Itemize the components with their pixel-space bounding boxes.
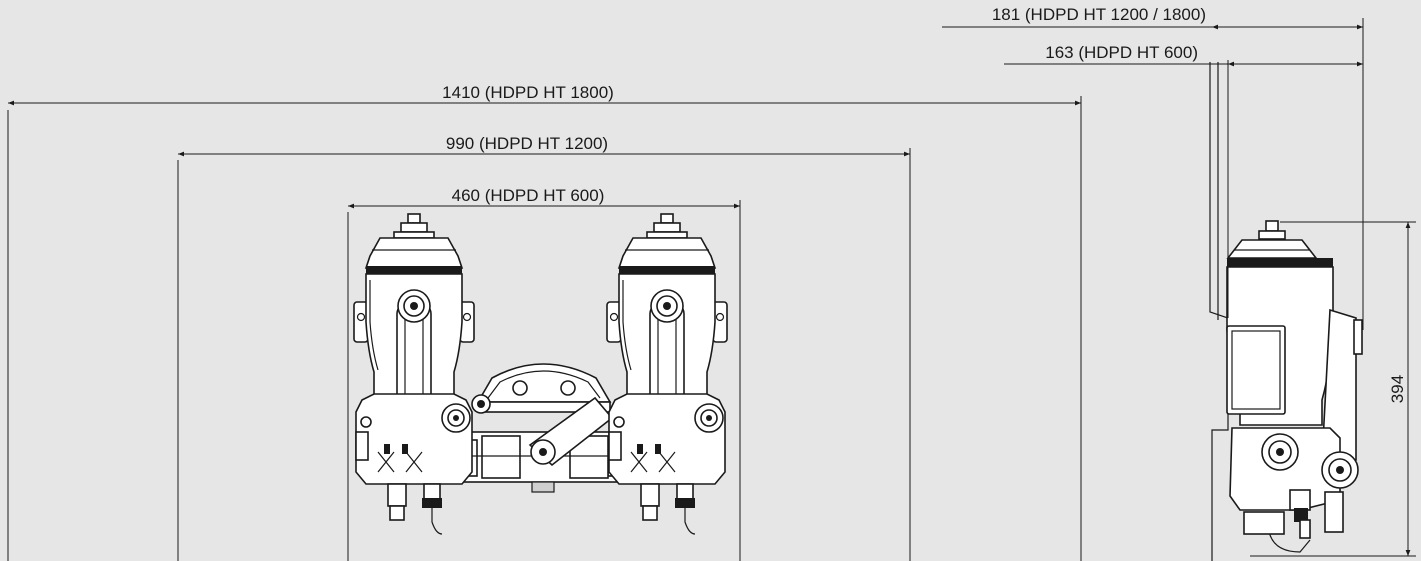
dimension-394: 394 — [1250, 221, 1416, 557]
dimension-label-990: 990 (HDPD HT 1200) — [446, 134, 608, 153]
front-view-duplex-filter — [353, 213, 728, 535]
dimension-990: 990 (HDPD HT 1200) — [177, 134, 911, 561]
dimension-label-163: 163 (HDPD HT 600) — [1045, 43, 1198, 62]
filter-housing-right — [606, 213, 728, 535]
dimension-label-1410: 1410 (HDPD HT 1800) — [442, 83, 614, 102]
side-view-filter — [1209, 62, 1363, 561]
dimension-label-394: 394 — [1388, 375, 1407, 403]
dimension-460: 460 (HDPD HT 600) — [347, 186, 741, 561]
dimension-label-181: 181 (HDPD HT 1200 / 1800) — [992, 5, 1206, 24]
filter-housing-left — [353, 213, 475, 535]
changeover-manifold — [454, 363, 631, 493]
dimension-label-460: 460 (HDPD HT 600) — [452, 186, 605, 205]
dimension-163: 163 (HDPD HT 600) — [1004, 43, 1363, 318]
dimension-181: 181 (HDPD HT 1200 / 1800) — [942, 5, 1364, 330]
dimension-1410: 1410 (HDPD HT 1800) — [7, 83, 1082, 561]
